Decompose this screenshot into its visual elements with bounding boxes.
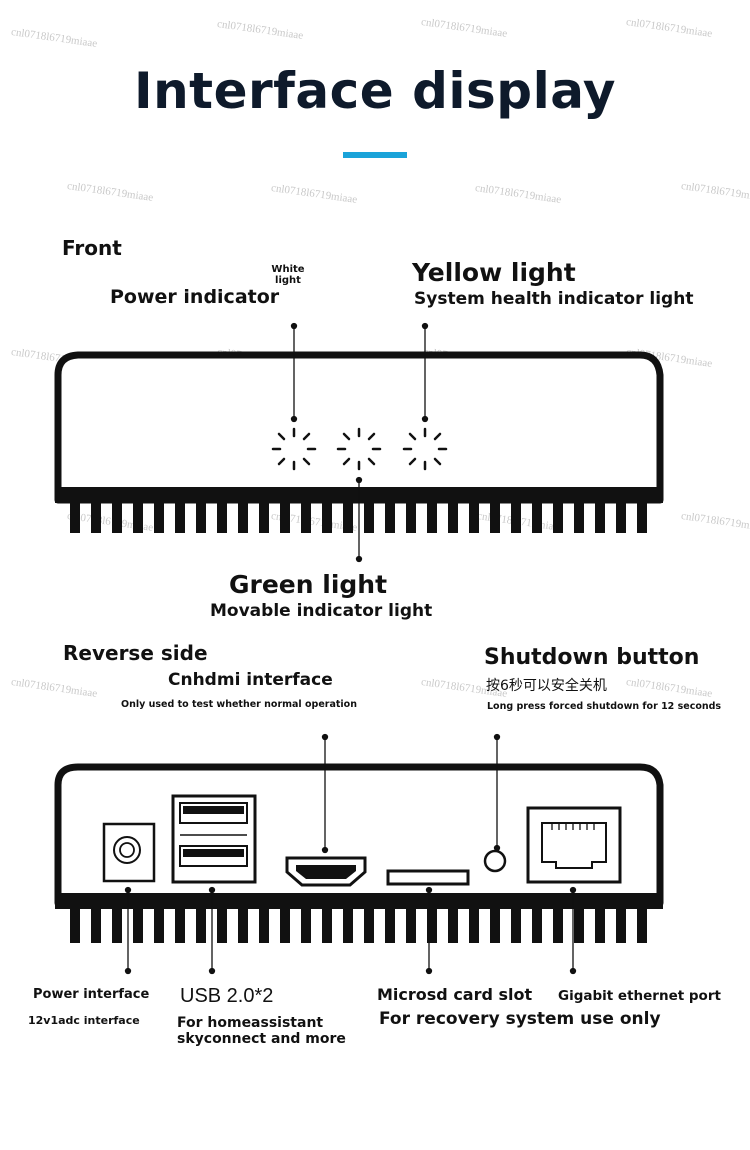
ethernet-label: Gigabit ethernet port [558, 988, 721, 1004]
yellow-light-label: Yellow light [412, 258, 576, 287]
front-section-label: Front [62, 236, 122, 260]
shutdown-cn-note: 按6秒可以安全关机 [486, 678, 607, 694]
hdmi-label: Cnhdmi interface [168, 670, 333, 690]
dc-power-jack-icon [102, 822, 156, 883]
reverse-heatsink-fins [70, 906, 647, 943]
yellow-light-icon [402, 427, 448, 471]
usb-label: USB 2.0*2 [180, 985, 274, 1007]
front-device [54, 322, 664, 563]
title-underline [343, 152, 407, 158]
reverse-section-label: Reverse side [63, 641, 208, 665]
ethernet-port-icon [526, 806, 622, 884]
hdmi-port-icon [285, 856, 367, 887]
usb-ports-icon [171, 794, 257, 884]
power-indicator-label: Power indicator [110, 286, 280, 308]
reverse-callout-lines [124, 733, 577, 975]
power-interface-subtitle: 12v1adc interface [28, 1014, 140, 1027]
usb-subtitle-1: For homeassistant [177, 1015, 324, 1031]
microsd-slot-icon [386, 869, 470, 886]
usb-subtitle-2: skyconnect and more [177, 1031, 346, 1047]
white-light-label: White light [271, 264, 305, 286]
green-light-icon [336, 427, 382, 471]
microsd-label: Microsd card slot [377, 985, 533, 1004]
front-callout-lines [290, 322, 429, 563]
green-light-label: Green light [229, 570, 388, 599]
white-light-icon [271, 427, 317, 471]
front-heatsink-fins [70, 500, 647, 533]
system-health-label: System health indicator light [414, 289, 694, 309]
movable-indicator-label: Movable indicator light [210, 601, 433, 621]
shutdown-button-label: Shutdown button [484, 645, 700, 670]
page-title: Interface display [133, 62, 617, 120]
hdmi-note: Only used to test whether normal operati… [121, 699, 357, 710]
shutdown-note: Long press forced shutdown for 12 second… [487, 701, 722, 712]
microsd-subtitle: For recovery system use only [379, 1009, 661, 1029]
power-interface-label: Power interface [33, 987, 150, 1002]
shutdown-button-icon [483, 849, 507, 873]
reverse-device [54, 733, 664, 975]
